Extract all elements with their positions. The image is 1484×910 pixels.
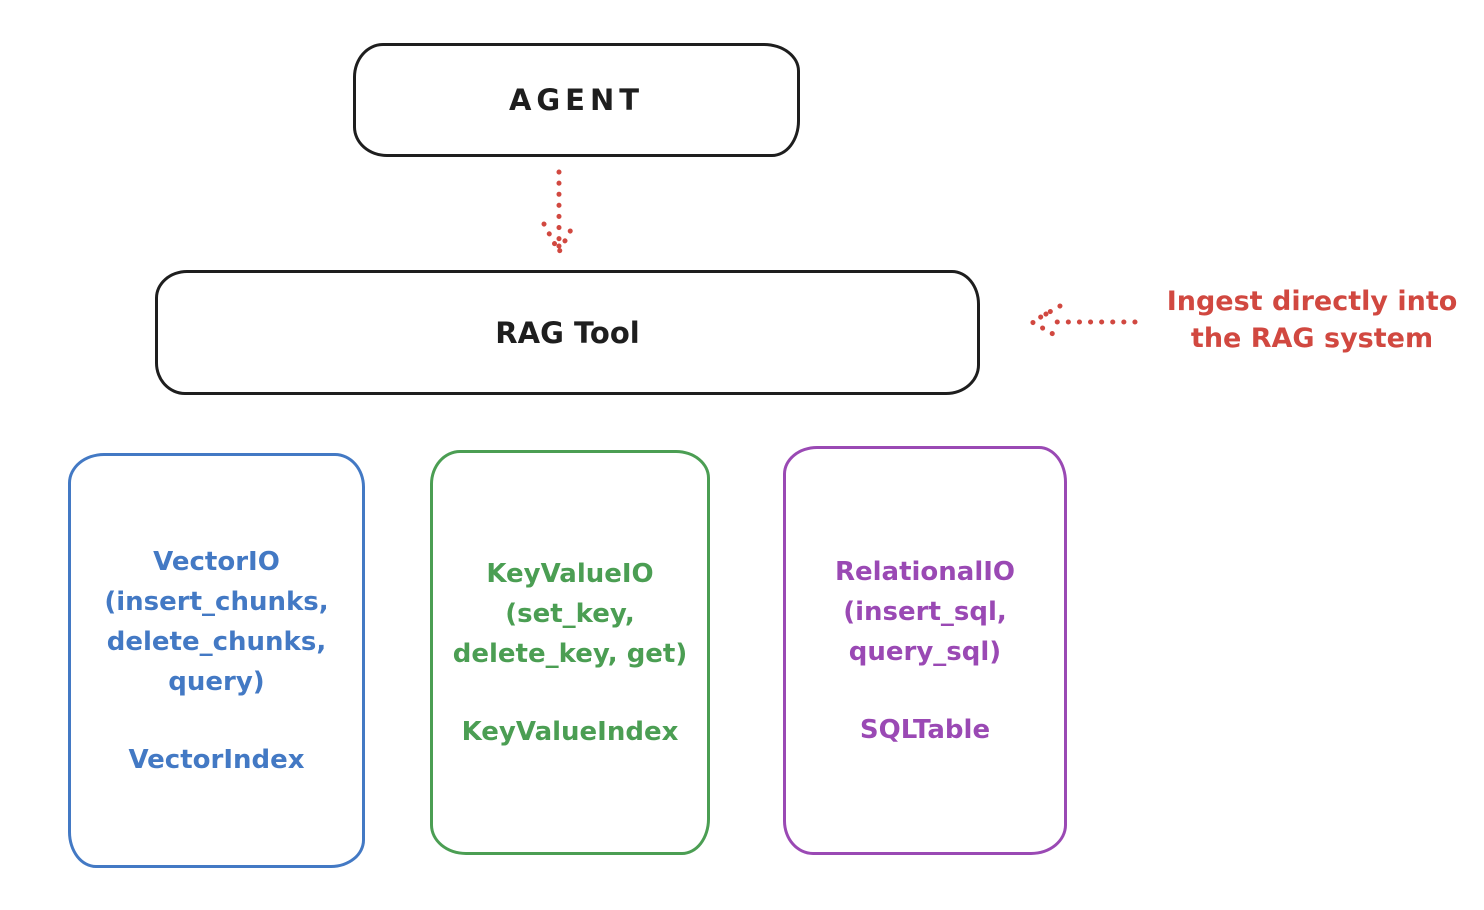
rag-tool-label: RAG Tool [495,315,640,350]
relational-io-line: query_sql) [848,636,1002,667]
rag-tool-box: RAG Tool [155,270,980,395]
ingest-annotation: Ingest directly into the RAG system [1140,283,1484,357]
sql-table-label: SQLTable [859,714,991,745]
keyvalue-io-line: delete_key, get) [452,638,688,669]
agent-box: AGENT [353,43,800,157]
relational-io-lines: RelationalIO (insert_sql, query_sql) [835,552,1015,672]
vector-io-line: delete_chunks, [106,626,327,657]
relational-io-box: RelationalIO (insert_sql, query_sql) SQL… [783,446,1067,855]
vector-io-box: VectorIO (insert_chunks, delete_chunks, … [68,453,365,868]
vector-index-label: VectorIndex [128,744,305,775]
keyvalue-io-line: (set_key, [505,598,635,629]
vector-io-line: VectorIO [153,546,280,577]
vector-io-line: (insert_chunks, [104,586,329,617]
vector-io-lines: VectorIO (insert_chunks, delete_chunks, … [104,542,328,702]
keyvalue-io-box: KeyValueIO (set_key, delete_key, get) Ke… [430,450,710,855]
relational-io-line: (insert_sql, [843,596,1007,627]
ingest-annotation-line-2: the RAG system [1190,323,1434,354]
relational-io-line: RelationalIO [834,556,1016,587]
vector-io-line: query) [168,666,265,697]
ingest-annotation-arrow [1026,303,1138,341]
keyvalue-io-lines: KeyValueIO (set_key, delete_key, get) [453,554,688,674]
keyvalue-io-line: KeyValueIO [486,558,654,589]
agent-to-rag-arrow [541,169,577,260]
keyvalue-index-label: KeyValueIndex [461,716,679,747]
agent-label: AGENT [508,83,645,117]
ingest-annotation-line-1: Ingest directly into [1166,286,1458,317]
